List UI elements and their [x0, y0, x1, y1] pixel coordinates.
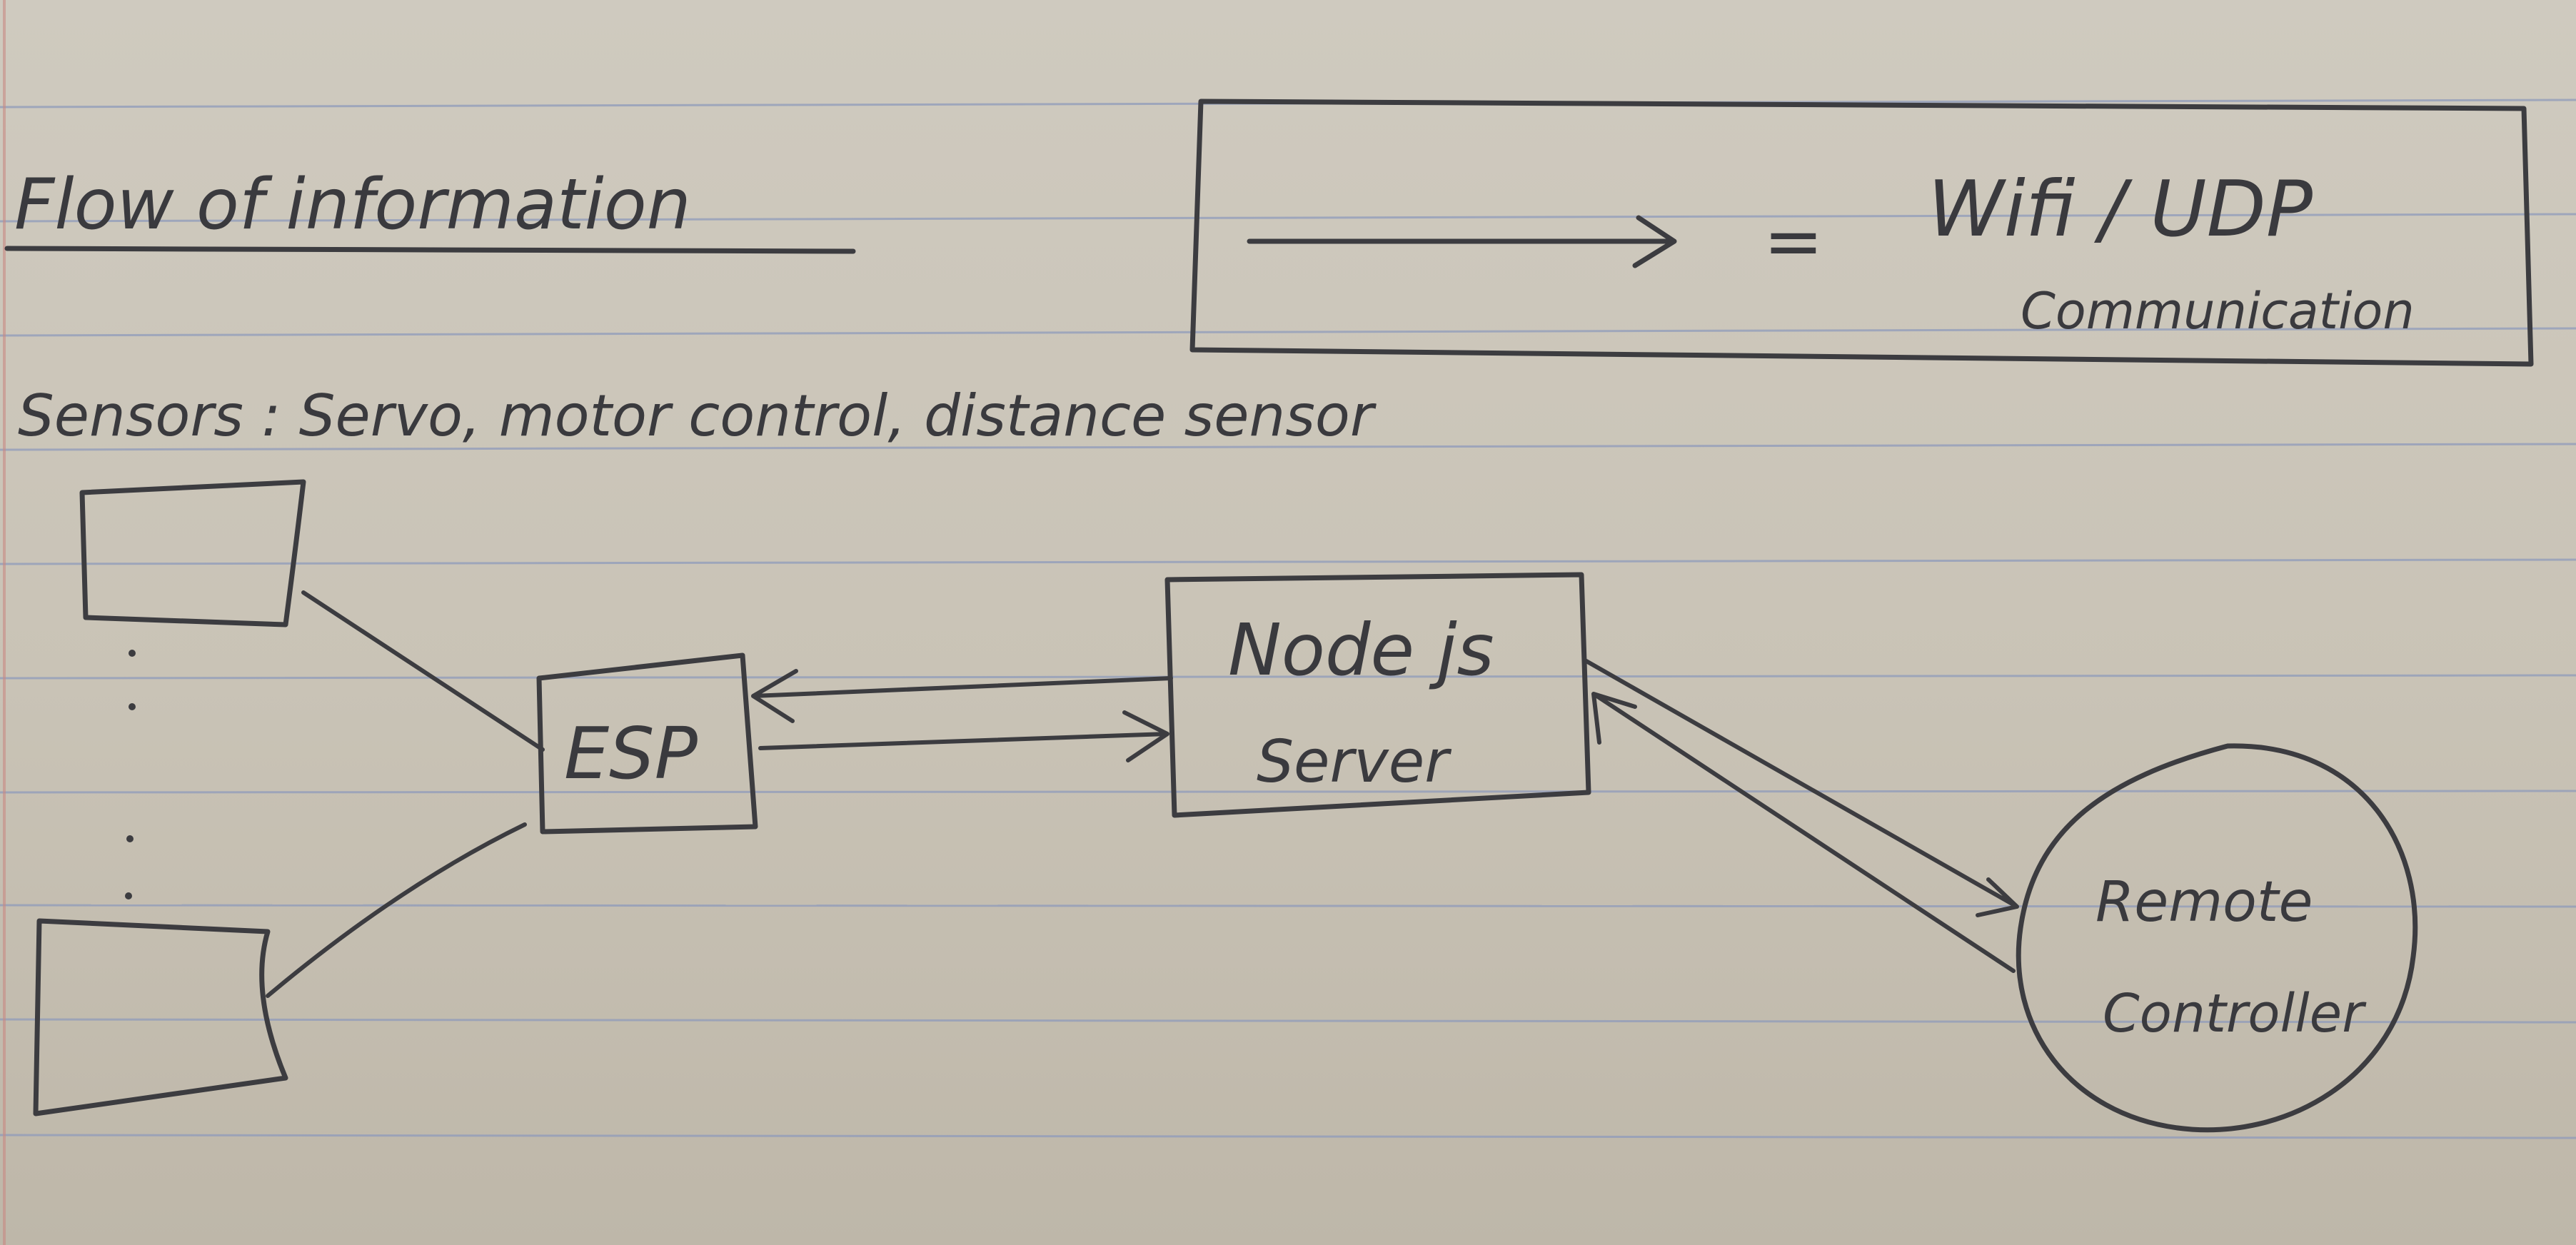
remote-controller-circle: [2016, 743, 2418, 1133]
remote-label-line2: Controller: [2103, 983, 2367, 1044]
sensor-box-bottom: [33, 918, 288, 1117]
diagram-heading: Flow of information: [14, 164, 691, 246]
legend-arrow-icon: [1247, 215, 1677, 268]
remote-label-line1: Remote: [2095, 870, 2313, 934]
legend: = Wifi / UDP Communication: [1189, 99, 2534, 367]
sensors-label: Sensors : Servo, motor control, distance…: [18, 383, 1377, 449]
legend-protocol: Wifi / UDP: [1928, 165, 2313, 254]
wire-sensor-top: [301, 590, 545, 752]
heading-underline: [4, 246, 856, 254]
arrow-server-to-remote: [1583, 658, 2019, 917]
legend-box: [1189, 99, 2534, 367]
arrow-server-to-esp: [751, 669, 1173, 723]
sensor-box-top: [79, 479, 306, 627]
server-label-line1: Node js: [1228, 608, 1494, 692]
esp-box: [536, 652, 758, 835]
arrow-remote-to-server: [1591, 692, 2016, 973]
legend-equals: =: [1764, 199, 1823, 283]
arrow-esp-to-server: [758, 710, 1169, 762]
server-box: [1164, 572, 1591, 818]
server-label-line2: Server: [1257, 728, 1451, 796]
legend-description: Communication: [2021, 282, 2415, 341]
wire-sensor-bottom: [266, 822, 527, 998]
esp-label: ESP: [564, 712, 698, 795]
ellipsis-dots: [125, 650, 136, 899]
